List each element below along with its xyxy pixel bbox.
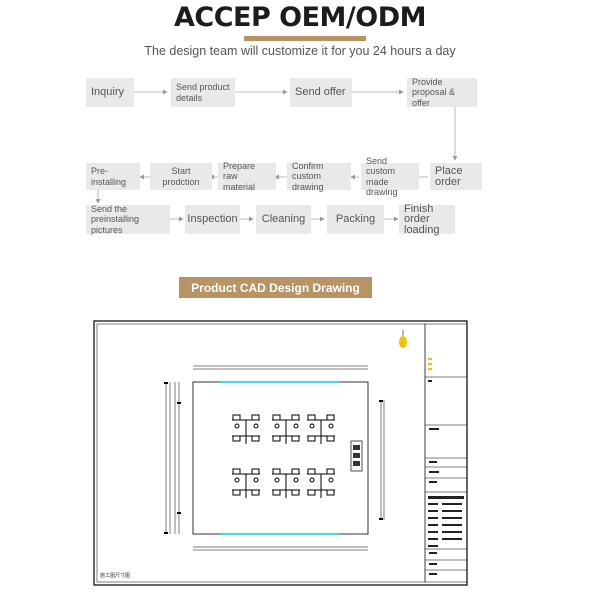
- workstation-cluster-3: [307, 414, 335, 444]
- workstation-cluster-4: [232, 468, 260, 498]
- title-underline: [244, 36, 366, 41]
- step-send-offer: Send offer: [290, 78, 352, 107]
- step-finish-order: Finish order loading: [399, 203, 455, 235]
- step-provide-proposal: Provide proposal & offer: [407, 77, 477, 108]
- side-cabinet: [350, 440, 363, 472]
- workstation-cluster-6: [307, 468, 335, 498]
- workstation-cluster-5: [272, 468, 300, 498]
- ceiling-light-icon: [399, 330, 407, 348]
- page-title: ACCEP OEM/ODM: [173, 2, 427, 33]
- cad-outer-frame: [93, 320, 468, 586]
- room-outline: [192, 381, 369, 535]
- step-cleaning: Cleaning: [256, 205, 311, 234]
- step-send-details: Send product details: [171, 78, 235, 107]
- step-start-production: Start prodction: [150, 163, 212, 190]
- step-prepare-material: Prepare raw material: [218, 161, 276, 192]
- step-send-pictures: Send the preinstalling pictures: [86, 204, 170, 235]
- step-inspection: Inspection: [185, 205, 240, 234]
- step-pre-installing: Pre-installing: [86, 163, 140, 190]
- process-arrows: [95, 89, 458, 222]
- step-confirm-custom-drawing: Confirm custom drawing: [287, 161, 351, 192]
- cad-section-header: Product CAD Design Drawing: [179, 277, 372, 298]
- step-packing: Packing: [327, 205, 384, 234]
- page-subtitle: The design team will customize it for yo…: [144, 44, 456, 58]
- step-inquiry: Inquiry: [86, 78, 134, 107]
- cad-inner-frame: [96, 323, 426, 583]
- workstation-cluster-2: [272, 414, 300, 444]
- step-place-order: Place order: [430, 163, 482, 190]
- cad-title-block-markers: [428, 358, 432, 370]
- room-walls-double: [165, 365, 385, 551]
- workstation-cluster-1: [232, 414, 260, 444]
- cad-title-block-table: [428, 380, 464, 575]
- room-wall-ticks: [164, 382, 383, 534]
- cad-drawing-stamp: 施工图尺寸图: [100, 573, 131, 579]
- cad-title-block: [424, 323, 468, 583]
